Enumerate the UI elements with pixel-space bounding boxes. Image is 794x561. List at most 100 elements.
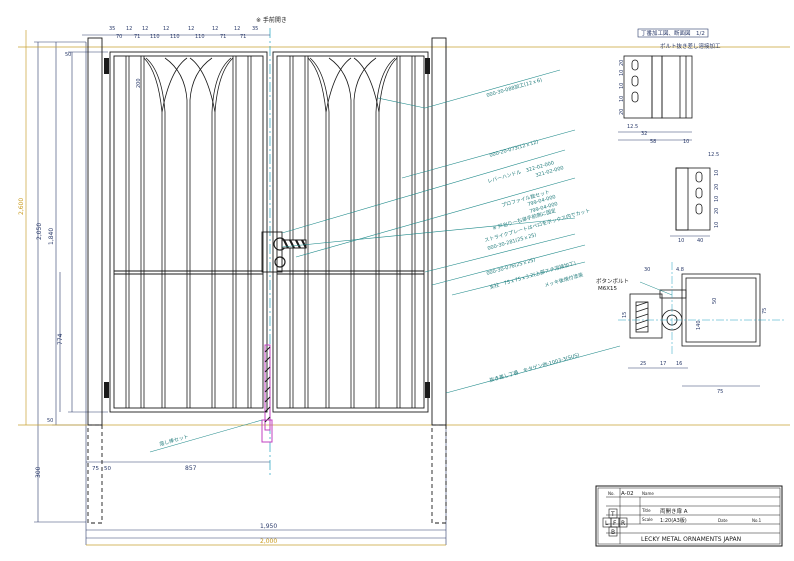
- tb-date-label: Date: [718, 518, 728, 523]
- tb-title: 両開き扉 A: [660, 507, 688, 515]
- dim-top-gap: 50: [65, 52, 71, 58]
- hinge-plate-top-dims: 20 10 10 10 20 12.5 32 58 10: [619, 60, 689, 145]
- tb-letter-l: L: [605, 520, 609, 527]
- dtl-dim-75-r: 75: [762, 308, 768, 314]
- opening-note: ※ 手前開き: [256, 16, 287, 24]
- dim-overall-2000: 2,000: [260, 538, 277, 545]
- right-leaf: [272, 51, 429, 413]
- top-spacing-13: 71: [240, 34, 246, 40]
- top-spacing-0: 35: [109, 26, 115, 32]
- dtl-dim-b2: 10: [714, 196, 720, 202]
- dtl-dim-a2: 10: [619, 83, 625, 89]
- top-spacing-7: 110: [170, 34, 180, 40]
- hinge-plate-mid: [670, 167, 711, 237]
- tb-title-label: Title: [641, 508, 651, 513]
- top-spacing-14: 35: [252, 26, 258, 32]
- hinge-marks: [104, 58, 430, 398]
- section-view-dims: ボタンボルト M6X15 30 4.8 25 17 16 75 50 140 7…: [596, 267, 768, 395]
- tb-letter-r: R: [621, 520, 625, 527]
- dim-height-2600: 2,600: [18, 198, 25, 215]
- dtl-dim-10-a: 10: [683, 139, 689, 145]
- dtl-dim-10-b: 10: [678, 238, 684, 244]
- dtl-dim-32: 32: [641, 131, 647, 137]
- dim-height-1840: 1,840: [48, 228, 55, 245]
- top-spacing-8: 12: [188, 26, 194, 32]
- top-spacing-4: 12: [142, 26, 148, 32]
- dtl-dim-140: 140: [696, 320, 702, 330]
- right-leaf-arches: [307, 57, 398, 113]
- hinge-plate-mid-dims: 12.5 10 20 10 20 10 40 10: [678, 152, 720, 244]
- dtl-dim-40: 40: [697, 238, 703, 244]
- callouts: 000-30-088加工(12ｘ6) 000-20-073(12ｘ12) レバー…: [159, 76, 591, 448]
- dtl-dim-12-5-a: 12.5: [627, 124, 638, 130]
- detail-header: 丁番加工図、断面図 1/2 ボルト抜き差し溶接加工: [637, 28, 721, 50]
- tb-letter-b: B: [611, 529, 615, 536]
- ground-lines: [18, 30, 790, 546]
- top-spacings: 35 70 12 71 12 110 12 110 12 110 12 71 1…: [82, 16, 287, 40]
- tb-drawing-no: A-02: [621, 491, 634, 497]
- dim-774: 774: [57, 333, 64, 345]
- right-post: [431, 37, 447, 524]
- top-spacing-6: 12: [163, 26, 169, 32]
- dtl-dim-a0: 20: [619, 60, 625, 66]
- top-spacing-9: 110: [195, 34, 205, 40]
- callout-1: 000-20-073(12ｘ12): [489, 139, 539, 159]
- dtl-dim-a4: 20: [619, 109, 625, 115]
- dtl-dim-15: 15: [622, 312, 628, 318]
- drop-bar: [261, 344, 273, 443]
- dtl-dim-58: 58: [650, 139, 656, 145]
- left-post: [87, 37, 103, 524]
- left-leaf: [109, 51, 268, 413]
- tb-scale: 1:20(A3版): [660, 517, 687, 524]
- dim-height-2050: 2,050: [36, 223, 43, 240]
- tb-sheet: No.1: [752, 518, 762, 523]
- dim-bottom-50: 50: [104, 466, 111, 472]
- tb-name-label: Name: [642, 491, 654, 496]
- dtl-dim-16: 16: [676, 361, 682, 367]
- top-spacing-12: 12: [234, 26, 240, 32]
- tb-company: LECKY METAL ORNAMENTS JAPAN: [641, 536, 741, 543]
- dtl-dim-a1: 10: [619, 70, 625, 76]
- section-view: [618, 262, 784, 387]
- leader-lines: [149, 69, 621, 453]
- callout-13: 抜き差し丁番 キタゲン他-1003-3(SUS): [489, 351, 581, 383]
- dtl-dim-75: 75: [717, 389, 723, 395]
- top-spacing-11: 71: [220, 34, 226, 40]
- dim-bottom-gap: 50: [47, 418, 53, 424]
- dim-leaf-width: 857: [185, 465, 197, 472]
- dim-bottom-75: 75: [92, 466, 99, 472]
- lock-assembly: [261, 231, 307, 273]
- dtl-dim-b1: 20: [714, 184, 720, 190]
- left-leaf-arches: [143, 57, 234, 113]
- dtl-dim-12-5-b: 12.5: [708, 152, 719, 158]
- tb-no-label: No.: [608, 491, 615, 496]
- detail-title: 丁番加工図、断面図 1/2: [641, 29, 705, 37]
- title-block: No. A-02 Name Title 両開き扉 A Scale 1:20(A3…: [595, 485, 783, 547]
- callout-0: 000-30-088加工(12ｘ6): [486, 76, 543, 99]
- hinge-plate-top: [618, 55, 693, 141]
- left-dimension-texts: 2,600 2,050 1,840 774 50 50 300 200: [18, 52, 142, 478]
- right-leaf-bars: [289, 56, 416, 408]
- bolt-size: M6X15: [598, 286, 618, 292]
- tb-letter-f: F: [613, 520, 617, 527]
- dtl-dim-25: 25: [640, 361, 646, 367]
- top-spacing-10: 12: [212, 26, 218, 32]
- bottom-dimension-texts: 75 50 857 1,950 2,000: [92, 465, 277, 545]
- top-spacing-2: 12: [126, 26, 132, 32]
- tb-letter-t: T: [610, 511, 615, 518]
- callout-14: 落し棒セット: [159, 433, 190, 448]
- dtl-dim-30: 30: [644, 267, 650, 273]
- dtl-dim-a3: 10: [619, 96, 625, 102]
- dtl-dim-b0: 10: [714, 170, 720, 176]
- dtl-dim-4-8: 4.8: [676, 267, 684, 273]
- left-leaf-bars: [125, 56, 252, 408]
- dtl-dim-50: 50: [712, 298, 718, 304]
- dim-overall-1950: 1,950: [260, 523, 277, 530]
- dim-arch-drop: 200: [136, 78, 142, 88]
- dtl-dim-b3: 20: [714, 208, 720, 214]
- callout-11: 支柱 75ｘ75ｘ3.2(上部スチ溶接加工): [489, 259, 577, 290]
- top-spacing-1: 70: [116, 34, 122, 40]
- dtl-dim-b4: 10: [714, 222, 720, 228]
- tb-scale-label: Scale: [642, 517, 653, 522]
